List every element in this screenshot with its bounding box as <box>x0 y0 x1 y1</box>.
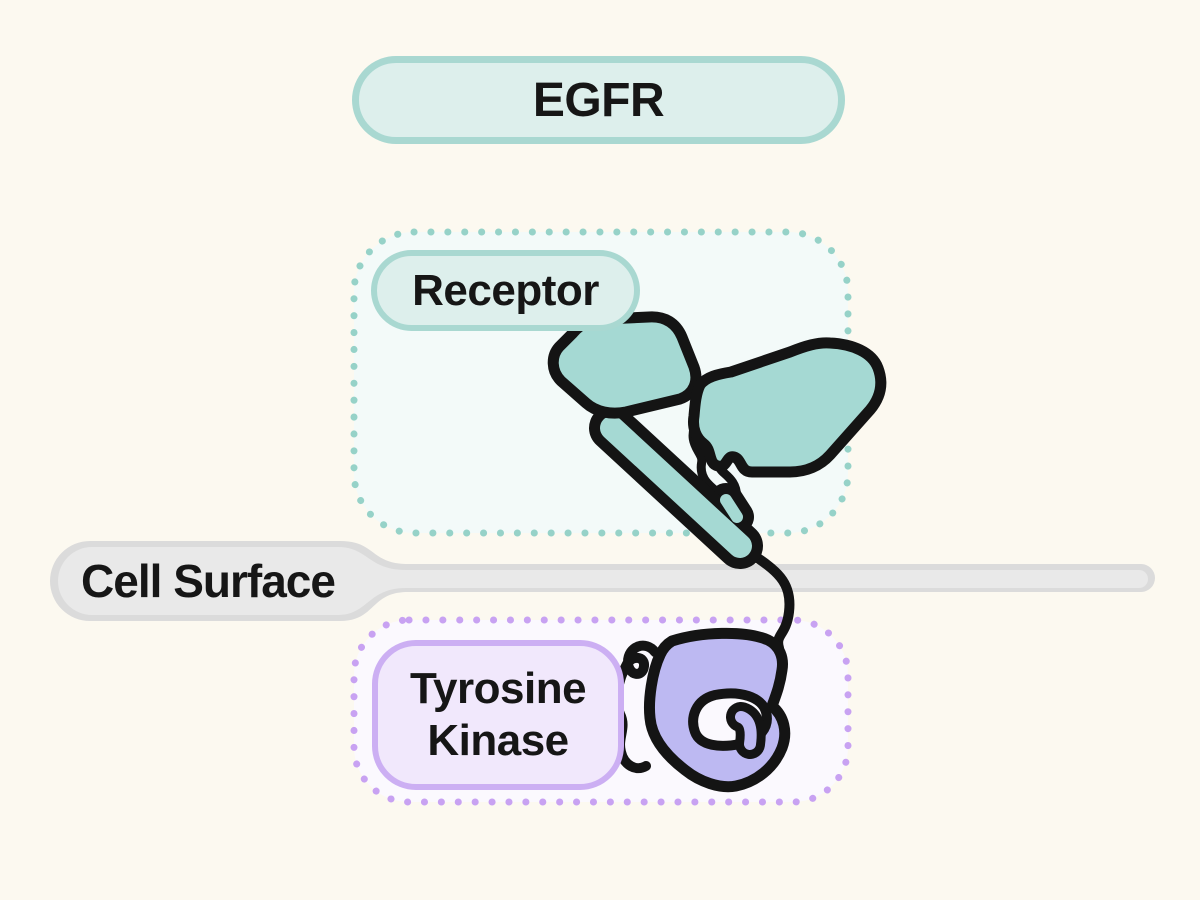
egfr-title-pill: EGFR <box>352 56 845 144</box>
cell-membrane-bar-fill <box>58 547 1148 615</box>
tyrosine-kinase-label-line2: Kinase <box>427 716 569 765</box>
receptor-label-pill: Receptor <box>371 250 640 331</box>
cell-surface-label: Cell Surface <box>50 541 366 621</box>
tyrosine-kinase-label-line1: Tyrosine <box>409 664 587 714</box>
receptor-label-text: Receptor <box>412 265 599 315</box>
cell-surface-label-text: Cell Surface <box>81 555 336 607</box>
egfr-title-text: EGFR <box>532 73 665 127</box>
tyrosine-kinase-label-pill: Tyrosine Kinase <box>372 640 624 790</box>
